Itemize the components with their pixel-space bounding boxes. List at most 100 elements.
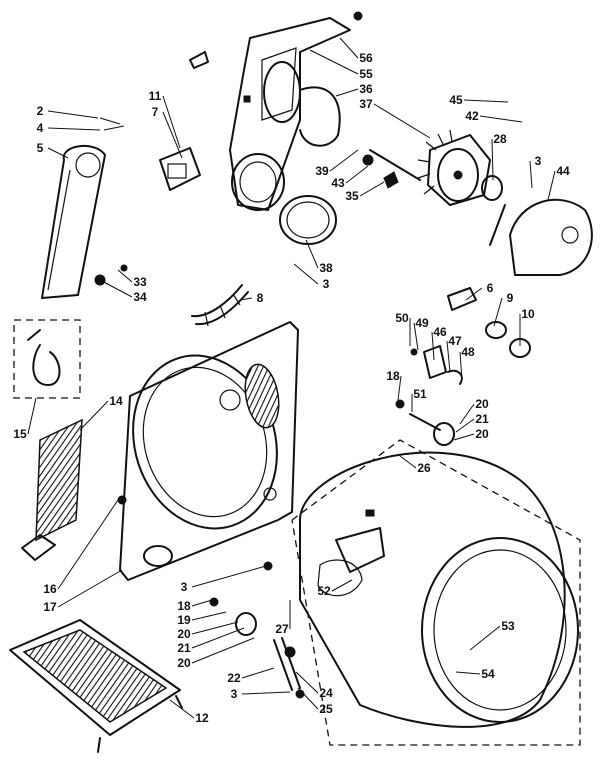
- leader-line-20c: [191, 621, 239, 635]
- leader-line-20a: [459, 403, 475, 425]
- part-label-7: 7: [152, 105, 159, 119]
- part-label-20a: 20: [475, 397, 489, 411]
- leader-line-8: [239, 297, 253, 301]
- exhaust-hose: [191, 284, 249, 327]
- part-label-16: 16: [43, 582, 57, 596]
- leader-line-43: [345, 165, 369, 184]
- part-label-44: 44: [556, 164, 570, 178]
- leader-line-9: [493, 297, 503, 327]
- leader-line-26: [399, 455, 417, 469]
- part-label-53: 53: [501, 619, 515, 633]
- part-label-50: 50: [395, 311, 409, 325]
- part-label-28: 28: [493, 132, 507, 146]
- leader-line-49: [413, 322, 419, 351]
- part-label-19: 19: [177, 613, 191, 627]
- part-label-49: 49: [415, 316, 429, 330]
- leader-line-46: [431, 331, 435, 361]
- leader-line-21b: [191, 627, 245, 649]
- leader-line-42: [479, 115, 523, 123]
- leader-line-3d: [241, 691, 291, 695]
- part-label-20b: 20: [475, 427, 489, 441]
- leader-line-45: [463, 99, 509, 103]
- leader-line-11: [162, 95, 181, 149]
- leader-line-5: [47, 147, 69, 159]
- part-label-3d: 3: [231, 687, 238, 701]
- part-label-18a: 18: [386, 369, 400, 383]
- part-label-14: 14: [109, 394, 123, 408]
- part-label-17: 17: [43, 600, 57, 614]
- part-label-6: 6: [487, 281, 494, 295]
- leader-line-3c: [191, 565, 267, 588]
- leader-line-20b: [453, 433, 475, 441]
- part-label-12: 12: [195, 711, 209, 725]
- part-label-3c: 3: [181, 580, 188, 594]
- part-label-36: 36: [359, 82, 373, 96]
- leader-line-19: [191, 611, 227, 621]
- leader-line-14: [79, 400, 109, 431]
- leader-line-3a: [529, 160, 533, 189]
- part-label-46: 46: [433, 325, 447, 339]
- part-label-5: 5: [37, 141, 44, 155]
- leader-line-25: [297, 687, 319, 710]
- leader-line-33: [117, 269, 133, 283]
- part-label-11: 11: [149, 89, 162, 103]
- dryer-drum: [291, 439, 581, 746]
- part-label-52: 52: [317, 584, 331, 598]
- part-label-35: 35: [345, 189, 359, 203]
- leader-line-2: [47, 110, 99, 119]
- part-label-22: 22: [227, 671, 241, 685]
- part-label-3a: 3: [535, 154, 542, 168]
- part-label-26: 26: [417, 461, 431, 475]
- part-label-8: 8: [257, 291, 264, 305]
- leader-line-56: [339, 37, 359, 59]
- leader-line-53: [469, 625, 501, 651]
- part-label-43: 43: [331, 176, 345, 190]
- part-label-42: 42: [465, 109, 479, 123]
- wire-harness-kit: [13, 319, 81, 399]
- part-label-18b: 18: [177, 599, 191, 613]
- part-label-51: 51: [413, 387, 427, 401]
- leader-line-7: [162, 111, 183, 159]
- rear-bulkhead-duct: [229, 11, 363, 245]
- part-label-21b: 21: [177, 641, 191, 655]
- part-label-38: 38: [319, 261, 333, 275]
- part-label-27: 27: [275, 622, 289, 636]
- part-label-9: 9: [507, 291, 514, 305]
- leader-line-35: [359, 181, 385, 197]
- part-number-labels: 5655363711724545422834439433533343838691…: [13, 51, 570, 725]
- part-label-48: 48: [461, 345, 475, 359]
- heating-element: [21, 418, 83, 561]
- leader-line-38: [305, 239, 319, 269]
- part-label-34: 34: [133, 290, 147, 304]
- part-label-24: 24: [319, 686, 333, 700]
- leader-line-55: [309, 49, 359, 75]
- front-bulkhead-panel: [117, 321, 299, 581]
- part-label-56: 56: [359, 51, 373, 65]
- leader-lines: [27, 37, 556, 719]
- part-label-54: 54: [481, 667, 495, 681]
- door-switch-parts: [395, 287, 531, 446]
- part-label-47: 47: [448, 334, 462, 348]
- leader-line-52: [331, 579, 353, 592]
- drum-rollers: [209, 597, 305, 699]
- leader-line-22: [241, 667, 275, 679]
- part-label-4: 4: [37, 121, 44, 135]
- part-label-21a: 21: [475, 412, 489, 426]
- drive-belt: [41, 117, 128, 299]
- part-label-37: 37: [359, 97, 373, 111]
- leader-line-54: [455, 671, 481, 675]
- leader-line-37: [373, 103, 431, 139]
- part-label-2: 2: [37, 104, 44, 118]
- leader-line-18a: [397, 375, 402, 401]
- leader-line-3b: [293, 263, 319, 285]
- blower-fan-assembly: [362, 129, 593, 276]
- part-label-15: 15: [13, 427, 27, 441]
- leader-line-17: [57, 569, 123, 608]
- part-label-33: 33: [133, 275, 147, 289]
- leader-line-24: [295, 671, 319, 694]
- leader-line-28: [491, 138, 494, 181]
- leader-line-16: [57, 499, 119, 590]
- leader-line-47: [446, 340, 451, 373]
- leader-line-34: [99, 279, 133, 298]
